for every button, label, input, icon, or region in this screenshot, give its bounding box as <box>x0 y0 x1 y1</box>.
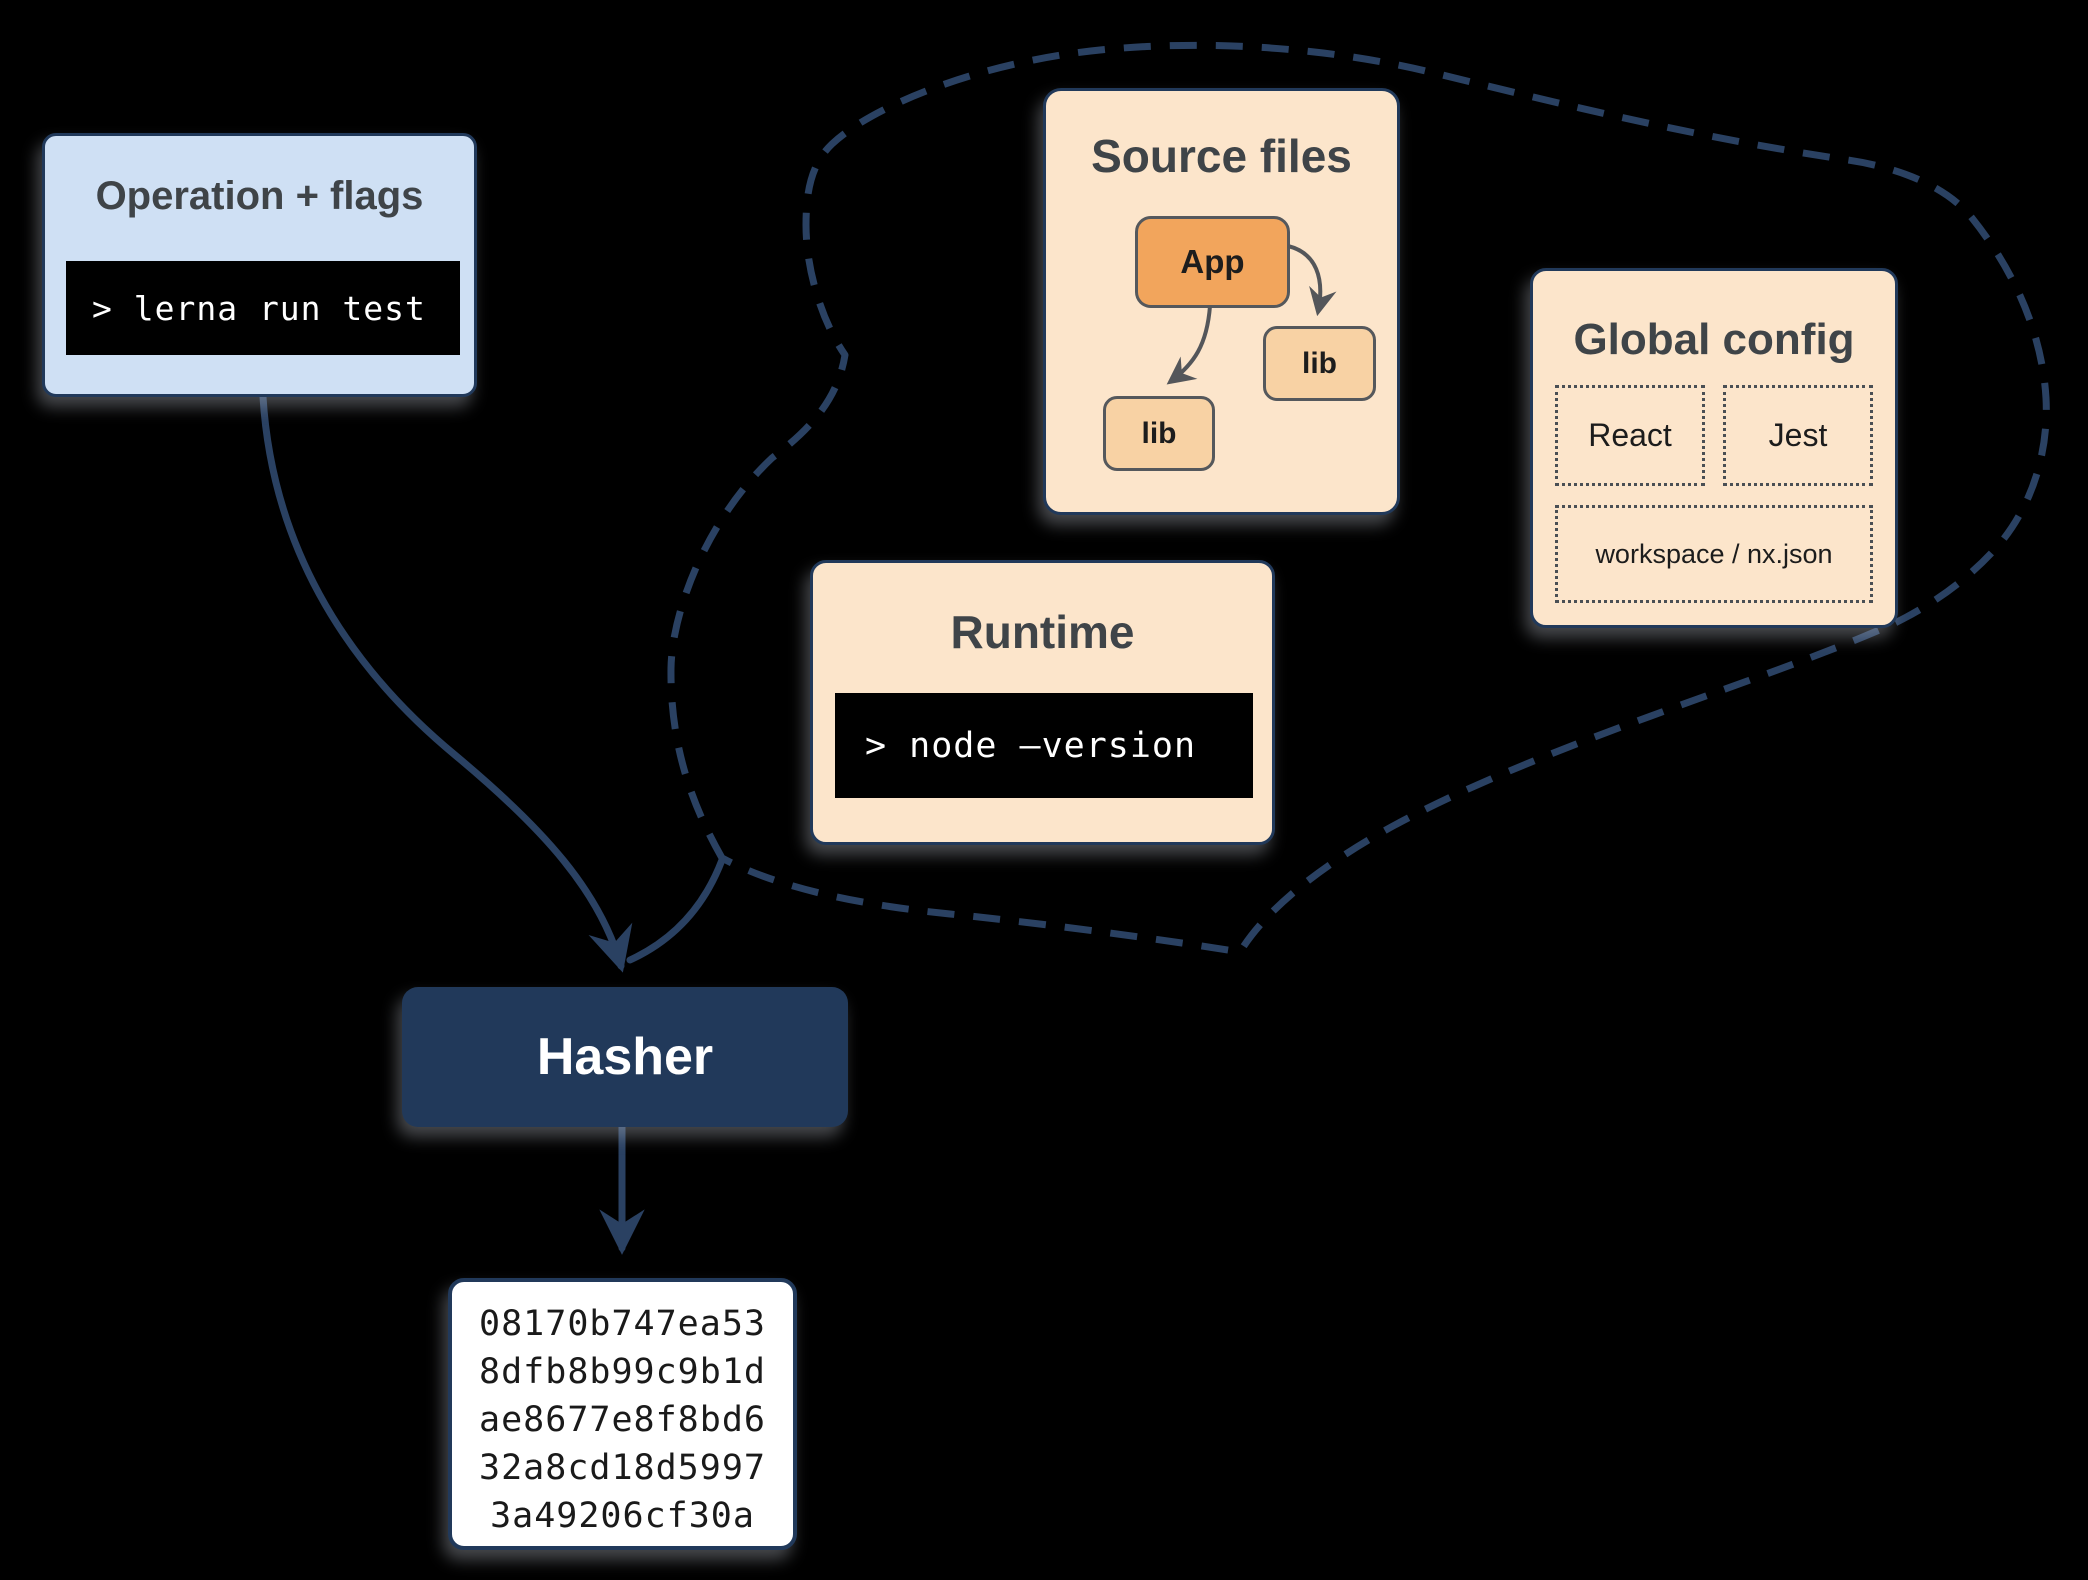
lib-node-left: lib <box>1103 396 1215 471</box>
arrow-operation-to-hasher <box>259 393 633 973</box>
source-files-title: Source files <box>1091 130 1352 182</box>
operation-command-text: > lerna run test <box>92 288 426 328</box>
global-config-card: Global config React Jest workspace / nx.… <box>1530 268 1898 628</box>
operation-flags-card: Operation + flags > lerna run test <box>42 133 477 397</box>
global-config-title: Global config <box>1573 315 1855 364</box>
operation-flags-title: Operation + flags <box>95 174 424 218</box>
arrow-cloud-to-hasher <box>626 856 726 964</box>
operation-terminal: > lerna run test <box>66 261 460 355</box>
hash-output-card: 08170b747ea53 8dfb8b99c9b1d ae8677e8f8bd… <box>448 1278 797 1550</box>
hash-line: 08170b747ea53 <box>479 1304 766 1344</box>
runtime-terminal: > node –version <box>835 693 1253 798</box>
app-node: App <box>1135 216 1290 308</box>
runtime-card: Runtime > node –version <box>810 560 1275 845</box>
jest-config-item: Jest <box>1723 385 1873 486</box>
workspace-config-item: workspace / nx.json <box>1555 505 1873 603</box>
hash-line: 3a49206cf30a <box>490 1496 755 1536</box>
runtime-command-text: > node –version <box>865 725 1197 766</box>
source-files-card: Source files App lib lib <box>1043 88 1400 515</box>
hasher-node: Hasher <box>402 987 848 1127</box>
react-config-item: React <box>1555 385 1705 486</box>
hash-line: 8dfb8b99c9b1d <box>479 1352 766 1392</box>
runtime-title: Runtime <box>950 606 1135 658</box>
hash-line: 32a8cd18d5997 <box>479 1448 766 1488</box>
hash-line: ae8677e8f8bd6 <box>479 1400 766 1440</box>
hasher-label: Hasher <box>536 1028 714 1086</box>
lib-node-right: lib <box>1263 326 1376 401</box>
